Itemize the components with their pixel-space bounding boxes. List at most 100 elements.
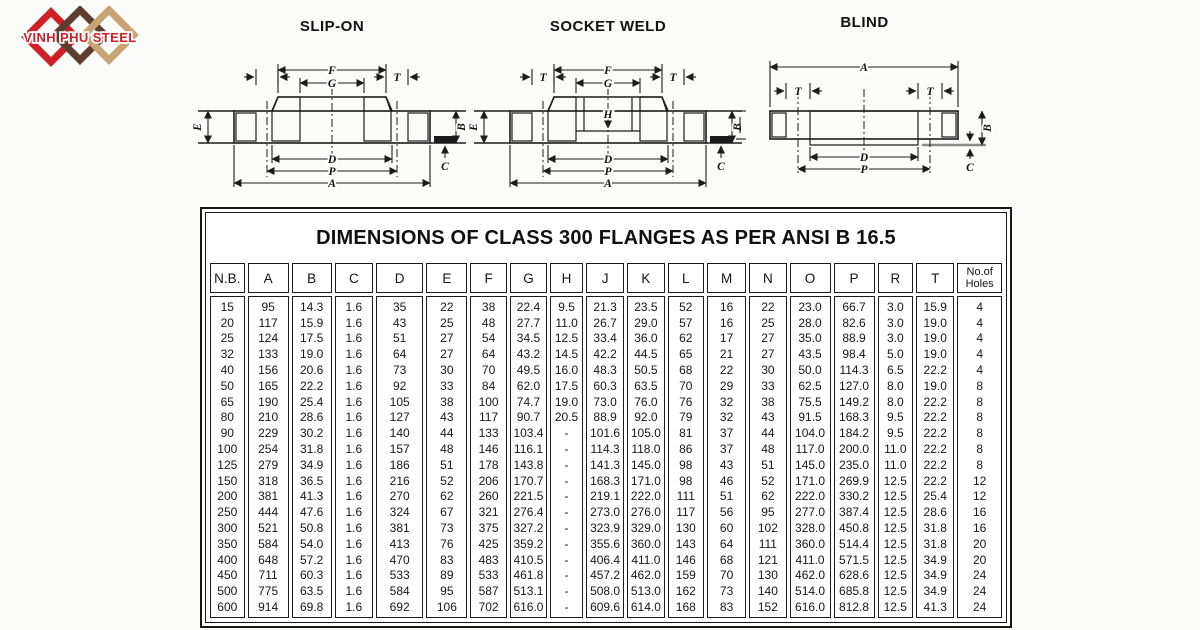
column-header: D [375, 263, 424, 293]
table-cell: 51 [392, 331, 407, 346]
table-cell: 521 [258, 521, 279, 536]
table-cell: 146 [478, 442, 499, 457]
table-cell: 359.2 [513, 536, 544, 551]
table-cell: 457.2 [590, 568, 621, 583]
table-cell: 54.0 [299, 536, 324, 551]
table-cell: - [564, 473, 569, 488]
dim-label-e: E [468, 123, 480, 132]
figure-title-slip-on: SLIP-ON [299, 18, 365, 35]
table-cell: 28.0 [798, 315, 822, 330]
table-cell: 36.5 [299, 473, 324, 488]
table-cell: 24 [972, 568, 987, 583]
table-cell: 229 [258, 426, 279, 441]
table-cell: 54 [481, 331, 496, 346]
dim-label-t-left: T [794, 86, 802, 98]
table-cell: 69.8 [299, 600, 324, 615]
table-cell: 360.0 [630, 536, 661, 551]
table-cell: 171.0 [795, 473, 826, 488]
table-cell: 276.0 [630, 505, 661, 520]
table-cell: 1.6 [345, 536, 363, 551]
table-cell: 16 [972, 505, 987, 520]
table-cell: 65 [679, 347, 693, 362]
table-cell: 600 [217, 600, 238, 615]
table-cell: 98 [679, 473, 693, 488]
table-cell: 12.5 [883, 489, 907, 504]
table-cell: 513.0 [630, 584, 661, 599]
table-cell: 461.8 [513, 568, 544, 583]
table-cell: 1.6 [345, 600, 363, 615]
table-cell: 50.8 [299, 521, 324, 536]
table-cell: 63.5 [299, 584, 324, 599]
table-cell: 62 [679, 331, 693, 346]
table-cell: 44 [440, 426, 454, 441]
table-cell: 1.6 [345, 378, 363, 393]
table-cell: 450 [217, 568, 238, 583]
table-cell: 8 [976, 457, 983, 472]
dim-label-a: A [859, 62, 868, 74]
table-cell: 48 [481, 315, 496, 330]
table-cell: 318 [258, 473, 279, 488]
table-cell: 76 [679, 394, 693, 409]
table-cell: 30 [440, 363, 454, 378]
column-header: No.of Holes [957, 263, 1002, 293]
table-cell: 48.3 [593, 363, 617, 378]
table-cell: 100 [217, 442, 238, 457]
column-header: J [585, 263, 625, 293]
table-cell: 41.3 [299, 489, 324, 504]
table-cell: 692 [389, 600, 410, 615]
table-cell: 500 [217, 584, 238, 599]
table-cell: 22 [719, 363, 734, 378]
table-cell: 775 [258, 584, 279, 599]
flange-dimensions-table: DIMENSIONS OF CLASS 300 FLANGES AS PER A… [200, 207, 1012, 628]
table-cell: 34.9 [923, 568, 947, 583]
table-cell: 121 [757, 552, 778, 567]
table-cell: 711 [258, 568, 278, 583]
table-cell: 27 [440, 347, 454, 362]
table-cell: 327.2 [513, 521, 544, 536]
table-cell: 216 [389, 473, 410, 488]
table-cell: 141.3 [590, 457, 621, 472]
table-cell: 270 [389, 489, 410, 504]
table-cell: 12.5 [883, 521, 907, 536]
table-cell: 269.9 [839, 473, 870, 488]
table-cell: 86 [679, 442, 693, 457]
table-cell: 4 [976, 347, 983, 362]
table-cell: 1.6 [345, 457, 363, 472]
table-cell: 1.6 [345, 521, 363, 536]
dim-label-t-left: T [539, 72, 547, 84]
table-cell: 32 [719, 394, 734, 409]
table-cell: 90.7 [516, 410, 541, 425]
table-cell: 609.6 [590, 600, 621, 615]
table-cell: 31.8 [299, 442, 324, 457]
table-cell: 222.0 [630, 489, 661, 504]
table-cell: 702 [478, 600, 499, 615]
dim-label-p: P [604, 166, 612, 178]
table-cell: 42.2 [593, 347, 617, 362]
table-cell: 80 [220, 410, 234, 425]
table-cell: 70 [481, 363, 496, 378]
table-cell: 27 [440, 331, 454, 346]
table-cell: 22.2 [923, 473, 947, 488]
dim-label-p: P [328, 166, 336, 178]
table-cell: 64 [392, 347, 407, 362]
table-cell: 46 [719, 473, 734, 488]
table-cell: 152 [757, 600, 778, 615]
table-cell: 168.3 [590, 473, 621, 488]
table-cell: 95 [761, 505, 775, 520]
table-cell: 171.0 [630, 473, 661, 488]
table-cell: 40 [220, 363, 234, 378]
table-cell: 145.0 [630, 457, 661, 472]
table-cell: 12 [972, 473, 987, 488]
table-cell: 22.2 [923, 426, 947, 441]
table-cell: - [564, 442, 569, 457]
